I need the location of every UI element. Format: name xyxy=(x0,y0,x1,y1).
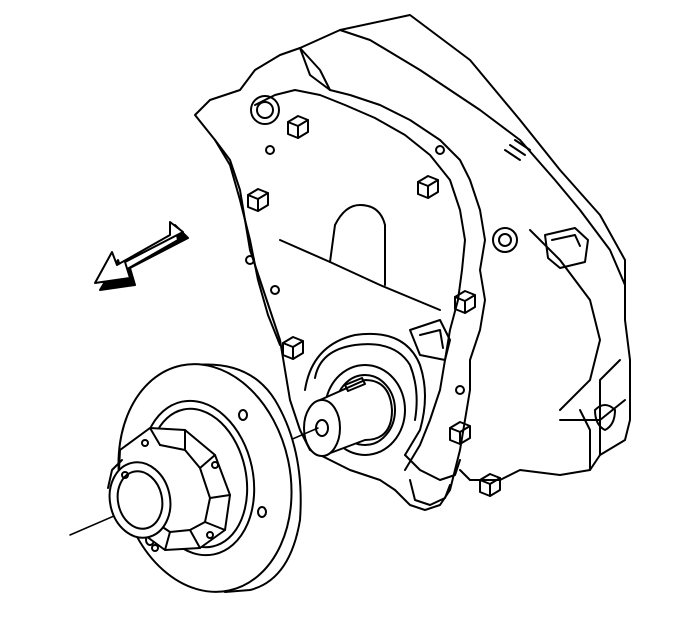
front-cover-seal-boss-left xyxy=(314,343,418,421)
cover-bolts xyxy=(245,115,501,497)
cover-small-hole xyxy=(455,385,465,395)
balancer-hub-nose xyxy=(107,459,123,489)
front-cover-rib-diagonal xyxy=(279,239,441,311)
cover-bolt xyxy=(282,336,304,360)
balancer-hub-hole xyxy=(211,461,219,469)
block-edge-line-2 xyxy=(599,359,621,456)
block-top-ridge xyxy=(339,29,521,141)
front-cover-bracket-inner xyxy=(419,329,444,349)
cover-small-hole xyxy=(435,145,445,155)
block-mount-boss-inner xyxy=(551,234,581,247)
engine-block-outline xyxy=(299,14,631,481)
balancer-hub-hole xyxy=(206,531,214,539)
front-cover-arch xyxy=(329,204,386,286)
block-side-face xyxy=(519,139,626,286)
crankshaft-nose xyxy=(303,364,406,457)
front-cover-side-hole-inner xyxy=(498,233,512,247)
balancer-hub-bore-inner xyxy=(116,470,164,530)
block-hatch xyxy=(504,139,531,161)
cover-bolt xyxy=(247,188,269,212)
removal-direction-arrow-icon xyxy=(94,221,189,291)
engine-block xyxy=(299,14,631,481)
harmonic-balancer-hub xyxy=(107,363,302,593)
balancer-hub-hole xyxy=(121,471,129,479)
front-cover-seal-boss-outer xyxy=(304,332,426,456)
cover-bolt xyxy=(479,473,501,497)
balancer-disc-hole xyxy=(238,409,248,421)
balancer-disc-hole xyxy=(257,506,267,518)
balancer-hub-face xyxy=(151,444,211,533)
cover-small-hole xyxy=(270,285,280,295)
balancer-hub-hole xyxy=(151,544,159,552)
block-mount-boss xyxy=(544,227,589,269)
block-boss-right xyxy=(594,404,616,431)
balancer-hub-hole xyxy=(141,439,149,447)
crankshaft-nose-end xyxy=(303,399,341,457)
front-cover-lower-tab xyxy=(404,454,461,481)
cover-bolt xyxy=(417,175,439,199)
block-side-rib xyxy=(529,229,601,411)
front-cover-left-flange xyxy=(214,139,281,346)
crankshaft-nose-bore xyxy=(315,419,329,437)
front-cover-bracket xyxy=(409,319,451,361)
cover-bolt xyxy=(449,421,471,445)
front-cover-rib-upper xyxy=(299,47,331,91)
front-cover-upper-hole xyxy=(250,95,280,125)
cover-bolt xyxy=(454,290,476,314)
front-cover-lower-lug xyxy=(409,479,451,506)
balancer-hub-flat xyxy=(149,427,231,551)
crankshaft-key xyxy=(344,377,366,392)
front-cover-inner-rim xyxy=(254,89,466,471)
cover-bolt xyxy=(287,115,309,139)
front-cover-upper-hole-inner xyxy=(256,101,274,119)
front-cover-side-hole xyxy=(492,227,518,253)
cover-small-hole xyxy=(265,145,275,155)
engine-front-cover xyxy=(194,47,518,511)
block-edge-line xyxy=(579,409,591,471)
front-cover-outline xyxy=(194,47,486,511)
cover-small-hole xyxy=(245,255,255,265)
arrow-face xyxy=(94,221,184,284)
